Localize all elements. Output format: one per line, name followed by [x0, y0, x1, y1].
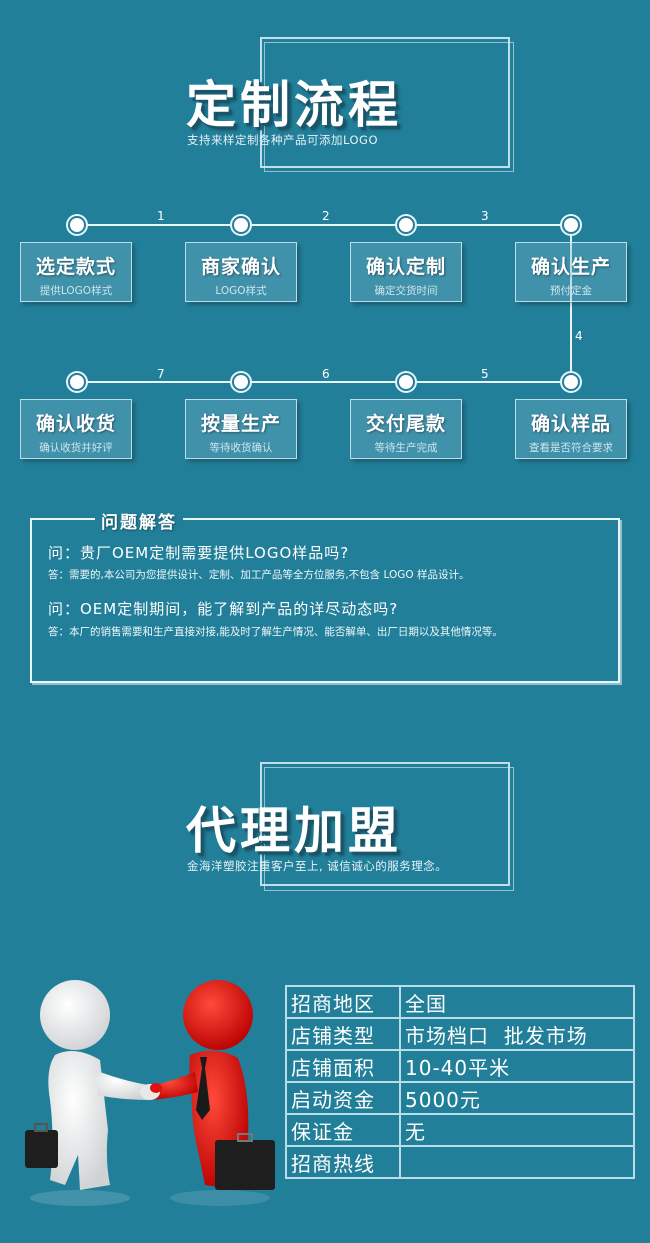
row-value: 10-40平米 [399, 1049, 635, 1083]
step-desc: 确定交货时间 [374, 285, 438, 297]
step-desc: 等待生产完成 [374, 442, 438, 454]
flow-node-icon [399, 375, 413, 389]
connector-number: 5 [481, 367, 489, 381]
faq-question: 问：贵厂OEM定制需要提供LOGO样品吗? [48, 544, 350, 562]
page-title: 定制流程 [186, 76, 402, 134]
row-value: 全国 [399, 985, 635, 1019]
step-title: 确认样品 [530, 413, 611, 435]
flow-node-icon [564, 375, 578, 389]
connector-number: 1 [157, 209, 165, 223]
row-label: 保证金 [285, 1113, 401, 1147]
table-row: 店铺面积 10-40平米 [285, 1049, 635, 1083]
step-desc: 预付定金 [550, 285, 592, 297]
franchise-info-table: 招商地区 全国 店铺类型 市场档口 批发市场 店铺面积 10-40平米 启动资金… [285, 985, 635, 1179]
row-label: 招商热线 [285, 1145, 401, 1179]
table-row: 招商地区 全国 [285, 985, 635, 1019]
step-card-final-payment: 交付尾款 等待生产完成 [350, 399, 462, 459]
page-subtitle: 支持来样定制各种产品可添加LOGO [187, 133, 379, 147]
step-desc: LOGO样式 [215, 285, 267, 297]
flow-node-icon [70, 375, 84, 389]
row-value: 市场档口 批发市场 [399, 1017, 635, 1051]
title-frame-outer [260, 37, 510, 168]
title-frame-outer [260, 762, 510, 886]
row-label: 店铺类型 [285, 1017, 401, 1051]
connector-number: 7 [157, 367, 165, 381]
flow-line-right [570, 224, 572, 382]
step-title: 选定款式 [35, 256, 116, 278]
row-label: 招商地区 [285, 985, 401, 1019]
step-title: 交付尾款 [365, 413, 446, 435]
row-value [399, 1145, 635, 1179]
connector-number: 3 [481, 209, 489, 223]
flow-node-icon [399, 218, 413, 232]
faq-answer: 答：本厂的销售需要和生产直接对接,能及时了解生产情况、能否解单、出厂日期以及其他… [48, 626, 503, 638]
step-card-confirm-receipt: 确认收货 确认收货并好评 [20, 399, 132, 459]
connector-number: 6 [322, 367, 330, 381]
step-title: 商家确认 [200, 256, 281, 278]
row-label: 启动资金 [285, 1081, 401, 1115]
step-card-confirm-custom: 确认定制 确定交货时间 [350, 242, 462, 302]
step-title: 确认生产 [530, 256, 611, 278]
step-card-confirm-production: 确认生产 预付定金 [515, 242, 627, 302]
table-row: 招商热线 [285, 1145, 635, 1179]
flow-node-icon [234, 218, 248, 232]
flow-line-bottom [77, 381, 571, 383]
row-label: 店铺面积 [285, 1049, 401, 1083]
step-card-merchant-confirm: 商家确认 LOGO样式 [185, 242, 297, 302]
step-card-mass-production: 按量生产 等待收货确认 [185, 399, 297, 459]
flow-node-icon [564, 218, 578, 232]
step-title: 按量生产 [200, 413, 281, 435]
step-desc: 查看是否符合要求 [529, 442, 613, 454]
row-value: 5000元 [399, 1081, 635, 1115]
faq-question: 问：OEM定制期间，能了解到产品的详尽动态吗? [48, 600, 399, 618]
step-title: 确认定制 [365, 256, 446, 278]
step-card-confirm-sample: 确认样品 查看是否符合要求 [515, 399, 627, 459]
faq-answer: 答：需要的,本公司为您提供设计、定制、加工产品等全方位服务,不包含 LOGO 样… [48, 569, 470, 581]
section-subtitle: 金海洋塑胶注重客户至上, 诚信诚心的服务理念。 [187, 859, 448, 873]
step-title: 确认收货 [35, 413, 116, 435]
connector-number: 2 [322, 209, 330, 223]
step-desc: 确认收货并好评 [39, 442, 113, 454]
section-title: 代理加盟 [186, 802, 402, 860]
faq-frame [30, 518, 620, 683]
faq-heading: 问题解答 [95, 508, 183, 533]
step-desc: 提供LOGO样式 [39, 285, 113, 297]
step-card-select-style: 选定款式 提供LOGO样式 [20, 242, 132, 302]
flow-node-icon [234, 375, 248, 389]
step-desc: 等待收货确认 [209, 442, 273, 454]
handshake-figures-icon [25, 980, 275, 1206]
handshake-illustration [10, 960, 290, 1210]
connector-number: 4 [575, 329, 583, 343]
table-row: 保证金 无 [285, 1113, 635, 1147]
table-row: 店铺类型 市场档口 批发市场 [285, 1017, 635, 1051]
title-frame-inner [264, 42, 514, 172]
flow-node-icon [70, 218, 84, 232]
title-frame-inner [264, 767, 514, 891]
table-row: 启动资金 5000元 [285, 1081, 635, 1115]
flow-line-top [77, 224, 571, 226]
row-value: 无 [399, 1113, 635, 1147]
